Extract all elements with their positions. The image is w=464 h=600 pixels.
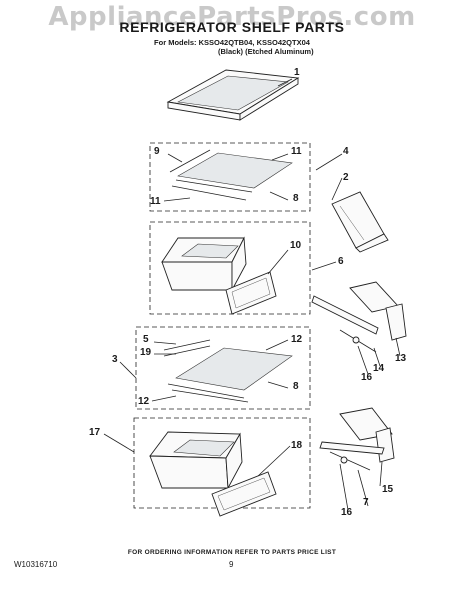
callout-5: 5 <box>143 334 149 345</box>
callout-12-right: 12 <box>291 334 303 345</box>
group-6-box <box>149 221 311 315</box>
callout-11-left: 11 <box>150 196 161 207</box>
shelf-group-4 <box>169 149 293 201</box>
callout-3: 3 <box>112 354 118 365</box>
ordering-note: FOR ORDERING INFORMATION REFER TO PARTS … <box>127 549 337 556</box>
part-1-shelf <box>166 69 300 121</box>
callout-18: 18 <box>291 440 303 451</box>
shelf-group-3 <box>163 339 293 403</box>
callout-7: 7 <box>363 497 369 508</box>
part-2-bracket <box>331 191 389 253</box>
callout-4: 4 <box>343 146 349 157</box>
page-title: REFRIGERATOR SHELF PARTS <box>119 19 345 35</box>
callout-2: 2 <box>343 172 349 183</box>
callout-8-upper: 8 <box>293 193 299 204</box>
callout-12-left: 12 <box>138 396 150 407</box>
callout-14: 14 <box>373 363 385 374</box>
callout-13: 13 <box>395 353 407 364</box>
leader-lines <box>103 78 401 511</box>
callout-16-upper: 16 <box>361 372 373 383</box>
callout-19: 19 <box>140 347 152 358</box>
callout-8-lower: 8 <box>293 381 299 392</box>
callout-11-right: 11 <box>291 146 302 157</box>
callout-16-lower: 16 <box>341 507 353 518</box>
right-upper-assembly <box>311 281 407 353</box>
group-4-box <box>149 142 311 212</box>
callout-6: 6 <box>338 256 344 267</box>
callout-15: 15 <box>382 484 394 495</box>
document-id: W10316710 <box>14 560 58 569</box>
callout-10: 10 <box>290 240 302 251</box>
variants-line: (Black) (Etched Aluminum) <box>218 47 314 56</box>
part-18-bin-front <box>211 471 277 517</box>
part-bin-upper <box>161 236 247 291</box>
part-10-bin-front <box>225 271 277 315</box>
callout-1: 1 <box>294 67 300 78</box>
models-line: For Models: KSSO42QTB04, KSSO42QTX04 <box>154 38 310 47</box>
watermark: AppliancePartsPros.com <box>48 2 416 32</box>
right-lower-assembly <box>319 407 395 471</box>
callout-9: 9 <box>154 146 160 157</box>
part-bin-lower <box>149 431 243 490</box>
callout-17: 17 <box>89 427 101 438</box>
page-number: 9 <box>229 560 234 569</box>
